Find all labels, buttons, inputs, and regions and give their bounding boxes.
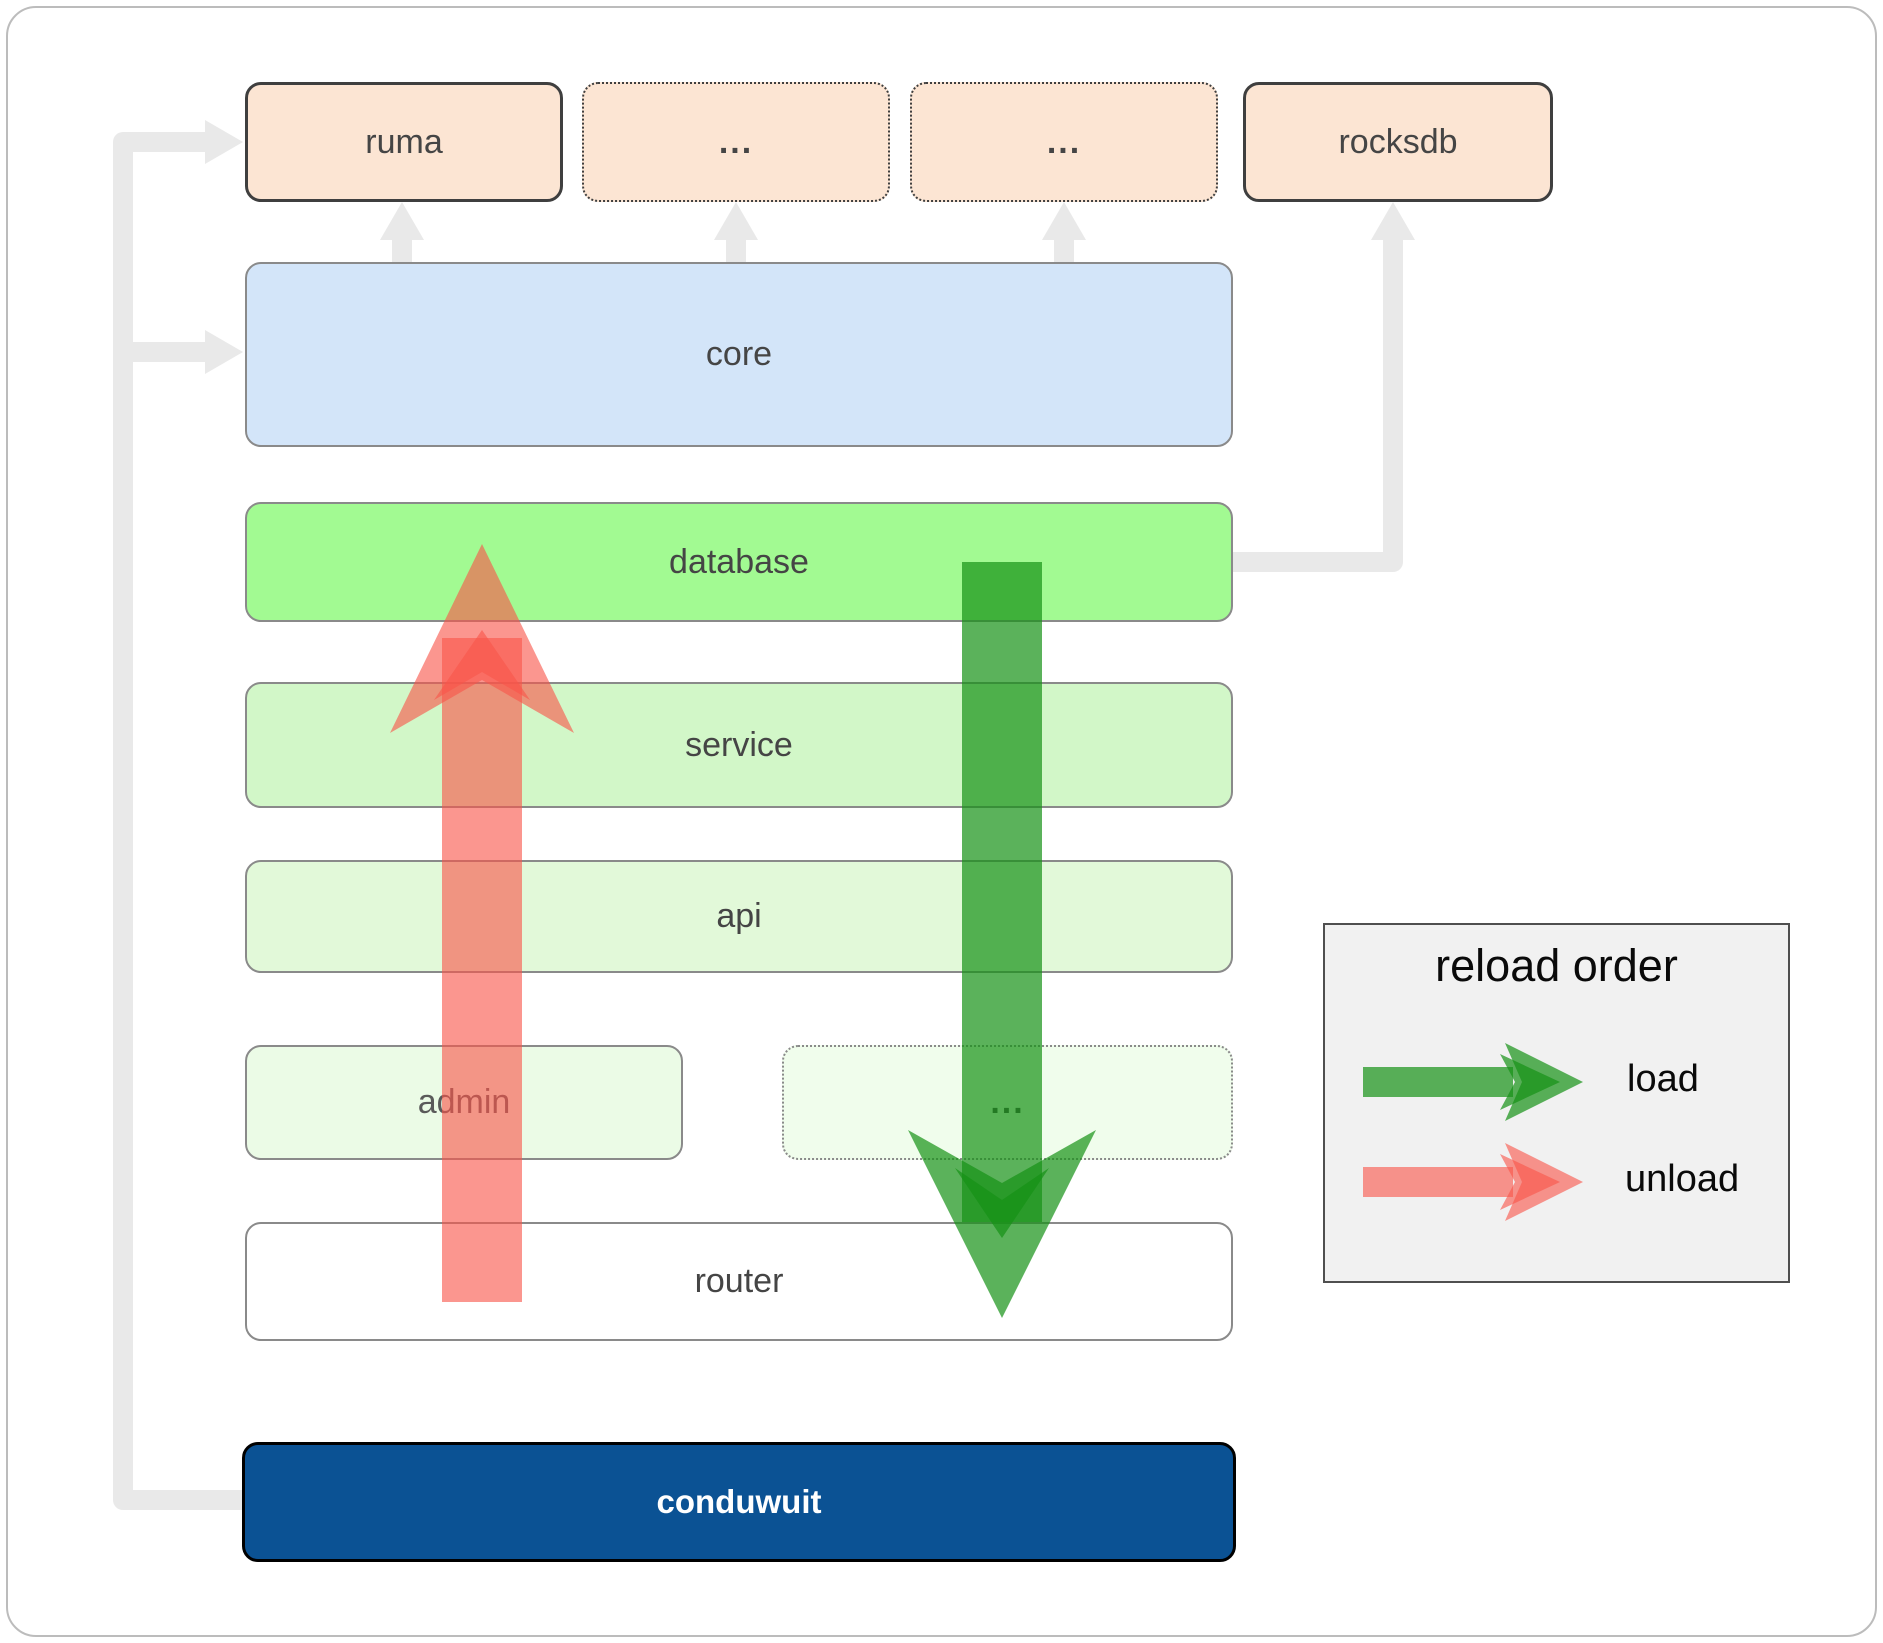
node-ruma-label: ruma — [365, 122, 443, 161]
node-ellipsis-label: ... — [990, 1083, 1025, 1121]
node-ellipsis-label: ... — [718, 122, 754, 161]
node-ellipsis-label: ... — [1046, 122, 1082, 161]
canvas-border — [6, 6, 1877, 1637]
node-database-label: database — [669, 542, 809, 581]
node-api: api — [245, 860, 1233, 973]
node-ellipsis-top-1: ... — [582, 82, 890, 202]
node-database: database — [245, 502, 1233, 622]
node-rocksdb: rocksdb — [1243, 82, 1553, 202]
node-admin: admin — [245, 1045, 683, 1160]
node-service: service — [245, 682, 1233, 808]
node-ellipsis-admin-row: ... — [782, 1045, 1233, 1160]
node-core-label: core — [705, 335, 773, 373]
node-ellipsis-top-2: ... — [910, 82, 1218, 202]
legend-unload-label: unload — [1625, 1158, 1740, 1200]
node-api-label: api — [716, 897, 762, 935]
node-router-label: router — [694, 1262, 784, 1300]
node-core: core — [245, 262, 1233, 447]
node-router: router — [245, 1222, 1233, 1341]
legend-title: reload order — [1435, 940, 1678, 991]
node-service-label: service — [685, 725, 793, 764]
node-conduwuit: conduwuit — [242, 1442, 1236, 1562]
node-rocksdb-label: rocksdb — [1338, 122, 1458, 161]
legend-load-label: load — [1627, 1058, 1699, 1100]
node-conduwuit-label: conduwuit — [656, 1483, 822, 1520]
node-admin-label: admin — [417, 1083, 511, 1121]
node-ruma: ruma — [245, 82, 563, 202]
